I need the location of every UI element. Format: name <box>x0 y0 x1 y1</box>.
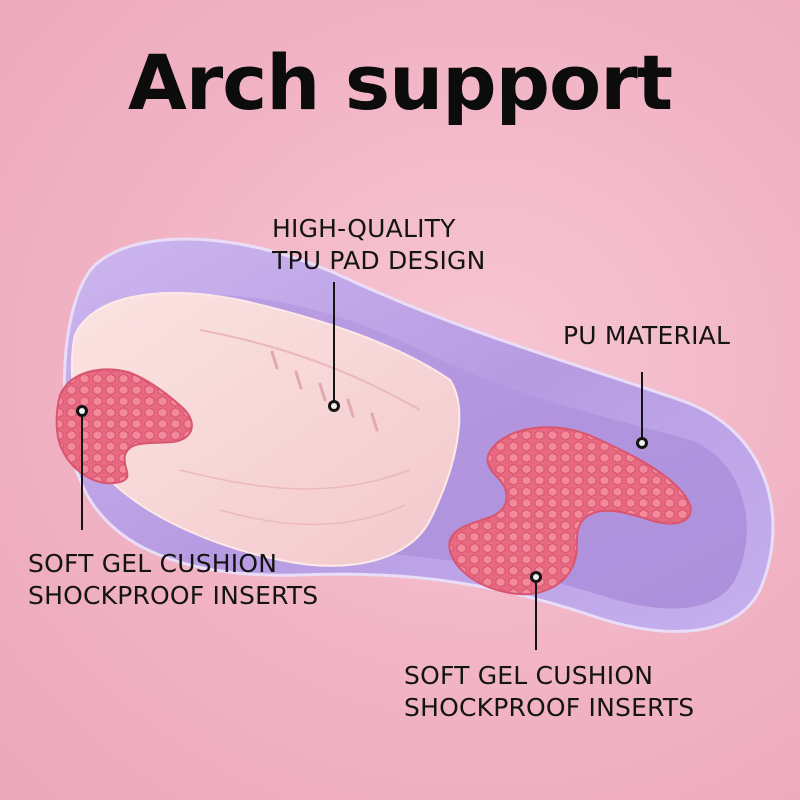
callout-gel-right-line2: SHOCKPROOF INSERTS <box>404 693 695 722</box>
left-gel-insert <box>55 368 193 485</box>
callout-pu-pointer <box>636 372 648 449</box>
callout-gel-right-pointer <box>530 571 542 650</box>
callout-tpu-line2: TPU PAD DESIGN <box>272 246 486 275</box>
callout-gel-left-line2: SHOCKPROOF INSERTS <box>28 581 319 610</box>
callout-tpu-pointer <box>328 282 340 412</box>
callout-gel-left-line1: SOFT GEL CUSHION <box>28 549 278 578</box>
callout-pu-material: PU MATERIAL <box>563 320 730 352</box>
page-title: Arch support <box>127 38 673 127</box>
callout-gel-left: SOFT GEL CUSHION SHOCKPROOF INSERTS <box>28 548 318 612</box>
callout-pu-line1: PU MATERIAL <box>563 321 731 350</box>
callout-tpu-line1: HIGH-QUALITY <box>272 214 456 243</box>
callout-gel-right-line1: SOFT GEL CUSHION <box>404 661 654 690</box>
callout-gel-right: SOFT GEL CUSHION SHOCKPROOF INSERTS <box>404 660 694 724</box>
callout-tpu-pad: HIGH-QUALITY TPU PAD DESIGN <box>272 213 486 277</box>
right-gel-insert <box>448 426 692 596</box>
callout-gel-left-pointer <box>76 405 88 530</box>
